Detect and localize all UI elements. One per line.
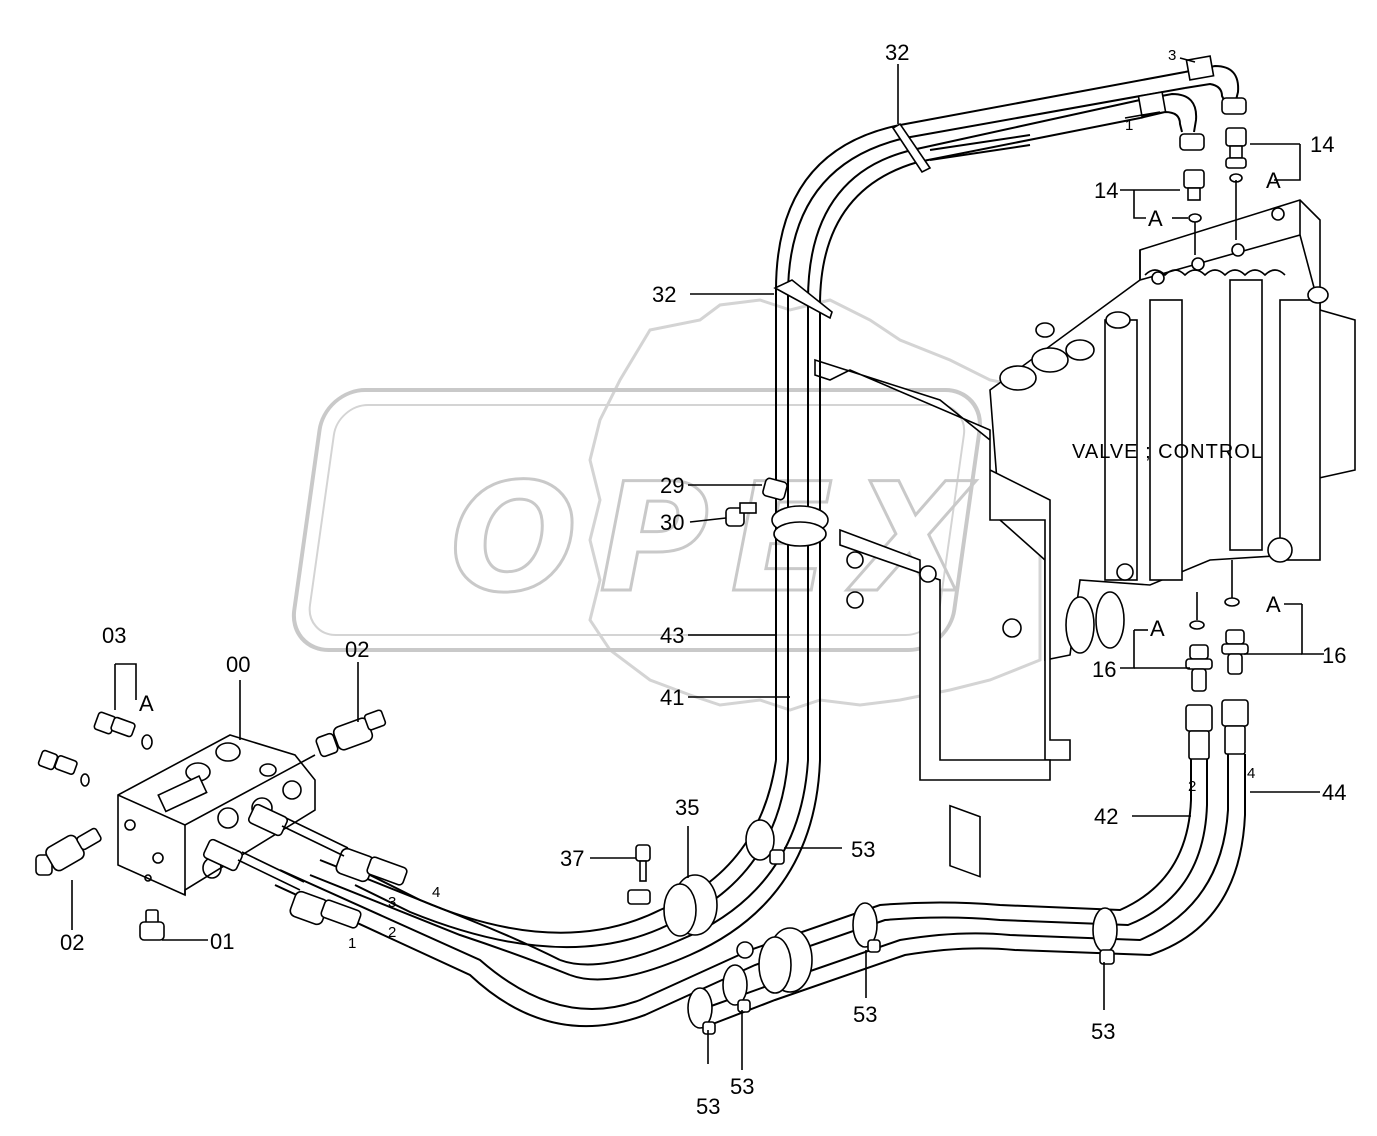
manifold-block	[117, 734, 349, 897]
callout-01: 01	[210, 929, 234, 954]
callout-35: 35	[675, 795, 699, 820]
callout-43: 43	[660, 623, 684, 648]
valve-label: VALVE ; CONTROL	[1072, 441, 1263, 463]
port-a-bottom-right: A	[1266, 592, 1281, 617]
port-a-bottom-left: A	[1150, 616, 1165, 641]
top-hoses	[725, 55, 1247, 760]
hose-tag-3-top: 3	[1168, 47, 1176, 64]
watermark-gear-icon	[588, 298, 1042, 712]
hose-tag-1-top: 1	[1125, 117, 1133, 134]
hose-number-tags: 1 3 2 4 3 4 2 1	[348, 47, 1255, 952]
callout-32-top: 32	[885, 40, 909, 65]
hose-tag-4-left: 4	[432, 884, 440, 901]
callouts: 32 32 14 14 29 30 43 41 16 16 03 00 02 0…	[60, 40, 1346, 1119]
callout-02-right: 02	[345, 637, 369, 662]
callout-53-d: 53	[696, 1094, 720, 1119]
callout-30: 30	[660, 510, 684, 535]
callout-37: 37	[560, 846, 584, 871]
hose-tag-3-left: 3	[388, 894, 396, 911]
callout-29: 29	[660, 473, 684, 498]
watermark-frame	[291, 388, 982, 652]
fittings-14	[1183, 127, 1247, 223]
fittings-16	[1185, 597, 1249, 692]
callout-02-left: 02	[60, 930, 84, 955]
hose-tag-2-left: 2	[388, 924, 396, 941]
port-a-top-right: A	[1266, 168, 1281, 193]
callout-14-right: 14	[1310, 132, 1334, 157]
clamps	[627, 819, 1118, 1035]
hose-tag-1-left: 1	[348, 935, 356, 952]
callout-14-left: 14	[1094, 178, 1118, 203]
callout-53-c: 53	[1091, 1019, 1115, 1044]
callout-41: 41	[660, 685, 684, 710]
port-a-manifold: A	[139, 691, 154, 716]
callout-44: 44	[1322, 780, 1346, 805]
port-a-top-left: A	[1148, 206, 1163, 231]
callout-03: 03	[102, 623, 126, 648]
callout-53-a: 53	[851, 837, 875, 862]
callout-53-e: 53	[730, 1074, 754, 1099]
right-hoses	[274, 699, 1249, 1028]
callout-32-mid: 32	[652, 282, 676, 307]
callout-42: 42	[1094, 804, 1118, 829]
callout-53-b: 53	[853, 1002, 877, 1027]
port-marks: A A A A A	[139, 168, 1281, 716]
hose-tag-4-right: 4	[1247, 765, 1255, 782]
callout-16-left: 16	[1092, 657, 1116, 682]
small-fittings	[35, 709, 387, 941]
control-valve	[814, 199, 1356, 878]
callout-00: 00	[226, 652, 250, 677]
leader-lines	[71, 57, 1324, 1070]
watermark-text: OPEX	[450, 452, 976, 626]
hose-tag-2-right: 2	[1188, 778, 1196, 795]
callout-16-right: 16	[1322, 643, 1346, 668]
